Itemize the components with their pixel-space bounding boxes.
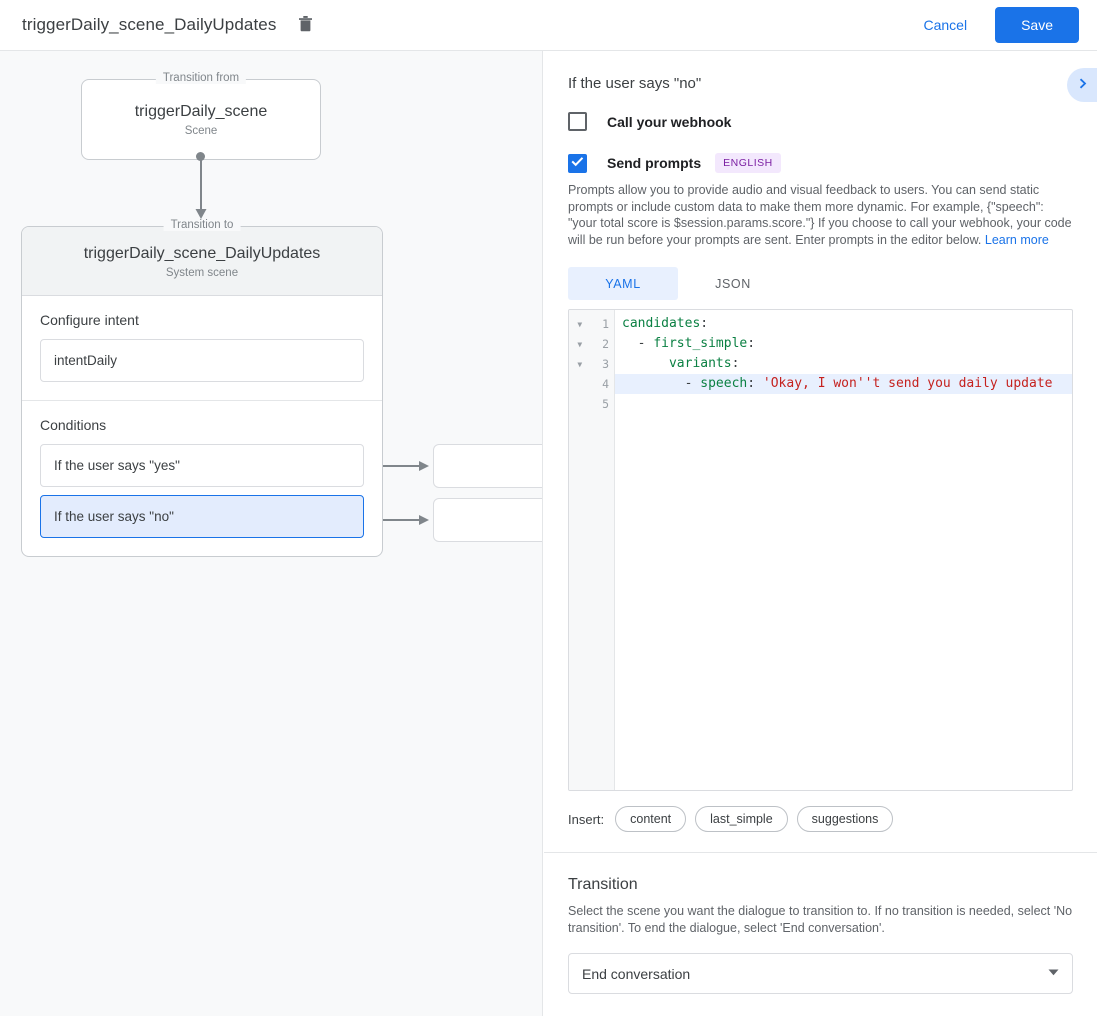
editor-code-line[interactable]: candidates: xyxy=(615,314,1072,334)
chevron-down-icon xyxy=(1048,968,1059,979)
edge-line-no xyxy=(368,519,420,521)
graph-canvas[interactable]: Transition from triggerDaily_scene Scene… xyxy=(0,51,543,1016)
node-transition-from[interactable]: Transition from triggerDaily_scene Scene xyxy=(81,72,321,160)
node-to-header: Transition to triggerDaily_scene_DailyUp… xyxy=(22,219,382,296)
webhook-checkbox-row[interactable]: Call your webhook xyxy=(568,112,1073,131)
prompts-description: Prompts allow you to provide audio and v… xyxy=(568,182,1073,248)
node-from-legend: Transition from xyxy=(155,72,247,84)
editor-gutter-row: ▼3 xyxy=(569,354,614,374)
delete-button[interactable] xyxy=(292,12,318,38)
editor-code-line[interactable]: - speech: 'Okay, I won''t send you daily… xyxy=(615,374,1072,394)
details-panel: If the user says "no" Call your webhook xyxy=(544,51,1097,1016)
fold-triangle-icon[interactable]: ▼ xyxy=(577,339,583,349)
fold-triangle-icon[interactable]: ▼ xyxy=(577,319,583,329)
insert-chip-content[interactable]: content xyxy=(615,806,687,832)
condition-item-yes[interactable]: If the user says "yes" xyxy=(40,444,364,487)
transition-select[interactable]: End conversation xyxy=(568,953,1073,994)
webhook-label: Call your webhook xyxy=(607,113,732,130)
code-token: variants xyxy=(668,356,732,371)
top-bar-actions: Cancel Save xyxy=(909,7,1079,43)
editor-code-line[interactable] xyxy=(615,394,1072,414)
node-to-subtitle: System scene xyxy=(165,267,239,279)
save-button[interactable]: Save xyxy=(995,7,1079,43)
page-title: triggerDaily_scene_DailyUpdates xyxy=(22,15,277,34)
configure-intent-section: Configure intent intentDaily xyxy=(22,296,382,400)
editor-code-line[interactable]: - first_simple: xyxy=(615,334,1072,354)
edge-source-dot xyxy=(196,152,205,161)
editor-format-tabs: YAML JSON xyxy=(568,267,1073,300)
code-token: : xyxy=(700,316,709,331)
intent-value-field[interactable]: intentDaily xyxy=(40,339,364,382)
insert-chips-row: Insert: content last_simple suggestions xyxy=(568,806,1073,832)
code-token: speech xyxy=(700,376,748,391)
code-token: : xyxy=(747,336,756,351)
send-prompts-label: Send prompts xyxy=(607,155,702,171)
cancel-button[interactable]: Cancel xyxy=(909,8,981,42)
line-number: 1 xyxy=(602,317,609,331)
line-number: 5 xyxy=(602,397,609,411)
panel-title: If the user says "no" xyxy=(568,75,702,92)
node-transition-to[interactable]: Transition to triggerDaily_scene_DailyUp… xyxy=(21,219,383,557)
tab-yaml[interactable]: YAML xyxy=(568,267,678,300)
transition-description: Select the scene you want the dialogue t… xyxy=(568,904,1073,935)
condition-item-no[interactable]: If the user says "no" xyxy=(40,495,364,538)
line-number: 4 xyxy=(602,377,609,391)
webhook-checkbox[interactable] xyxy=(568,112,587,131)
configure-intent-label: Configure intent xyxy=(40,312,139,328)
node-to-legend: Transition to xyxy=(163,219,241,231)
expand-panel-button[interactable] xyxy=(1067,68,1097,102)
code-token: candidates xyxy=(622,316,701,331)
line-number: 2 xyxy=(602,337,609,351)
check-icon xyxy=(571,154,584,172)
transition-section: Transition Select the scene you want the… xyxy=(544,876,1097,994)
editor-gutter-row: 4 xyxy=(569,374,614,394)
transition-title: Transition xyxy=(568,876,638,893)
editor-gutter-row: ▼2 xyxy=(569,334,614,354)
chevron-right-icon xyxy=(1076,77,1089,93)
conditions-section: Conditions If the user says "yes" If the… xyxy=(22,400,382,556)
learn-more-link[interactable]: Learn more xyxy=(984,232,1049,247)
editor-gutter-row: 5 xyxy=(569,394,614,414)
section-divider xyxy=(544,852,1097,853)
transition-select-value: End conversation xyxy=(582,965,691,982)
panel-body: Call your webhook Send prompts ENGLISH P… xyxy=(544,112,1097,832)
stub-node-no-target[interactable] xyxy=(433,498,542,542)
edge-line-yes xyxy=(368,465,420,467)
code-token: - xyxy=(622,376,701,391)
code-token xyxy=(622,356,669,371)
editor-gutter-row: ▼1 xyxy=(569,314,614,334)
code-token: : xyxy=(747,376,763,391)
prompts-description-text: Prompts allow you to provide audio and v… xyxy=(568,183,1072,247)
tab-json[interactable]: JSON xyxy=(678,267,788,300)
panel-header: If the user says "no" xyxy=(544,51,1097,102)
node-from-subtitle: Scene xyxy=(184,124,218,137)
stub-node-yes-target[interactable] xyxy=(433,444,542,488)
insert-label: Insert: xyxy=(568,811,605,827)
language-badge: ENGLISH xyxy=(715,153,781,173)
code-token: : xyxy=(731,356,740,371)
insert-chip-last-simple[interactable]: last_simple xyxy=(695,806,788,832)
top-bar: triggerDaily_scene_DailyUpdates Cancel S… xyxy=(0,0,1097,51)
insert-chip-suggestions[interactable]: suggestions xyxy=(796,806,894,832)
code-token: first_simple xyxy=(653,336,748,351)
node-to-title: triggerDaily_scene_DailyUpdates xyxy=(83,245,321,262)
editor-code-line[interactable]: variants: xyxy=(615,354,1072,374)
fold-triangle-icon[interactable]: ▼ xyxy=(577,359,583,369)
conditions-label: Conditions xyxy=(40,417,107,433)
send-prompts-checkbox-row[interactable]: Send prompts ENGLISH xyxy=(568,153,1073,173)
edge-line-vertical xyxy=(200,157,202,213)
code-token: 'Okay, I won''t send you daily update xyxy=(762,376,1053,391)
code-token: - xyxy=(622,336,654,351)
node-from-title: triggerDaily_scene xyxy=(134,102,268,120)
trash-icon xyxy=(298,15,313,35)
editor-code-area[interactable]: candidates: - first_simple: variants: - … xyxy=(615,310,1072,790)
send-prompts-checkbox[interactable] xyxy=(568,153,587,173)
line-number: 3 xyxy=(602,357,609,371)
